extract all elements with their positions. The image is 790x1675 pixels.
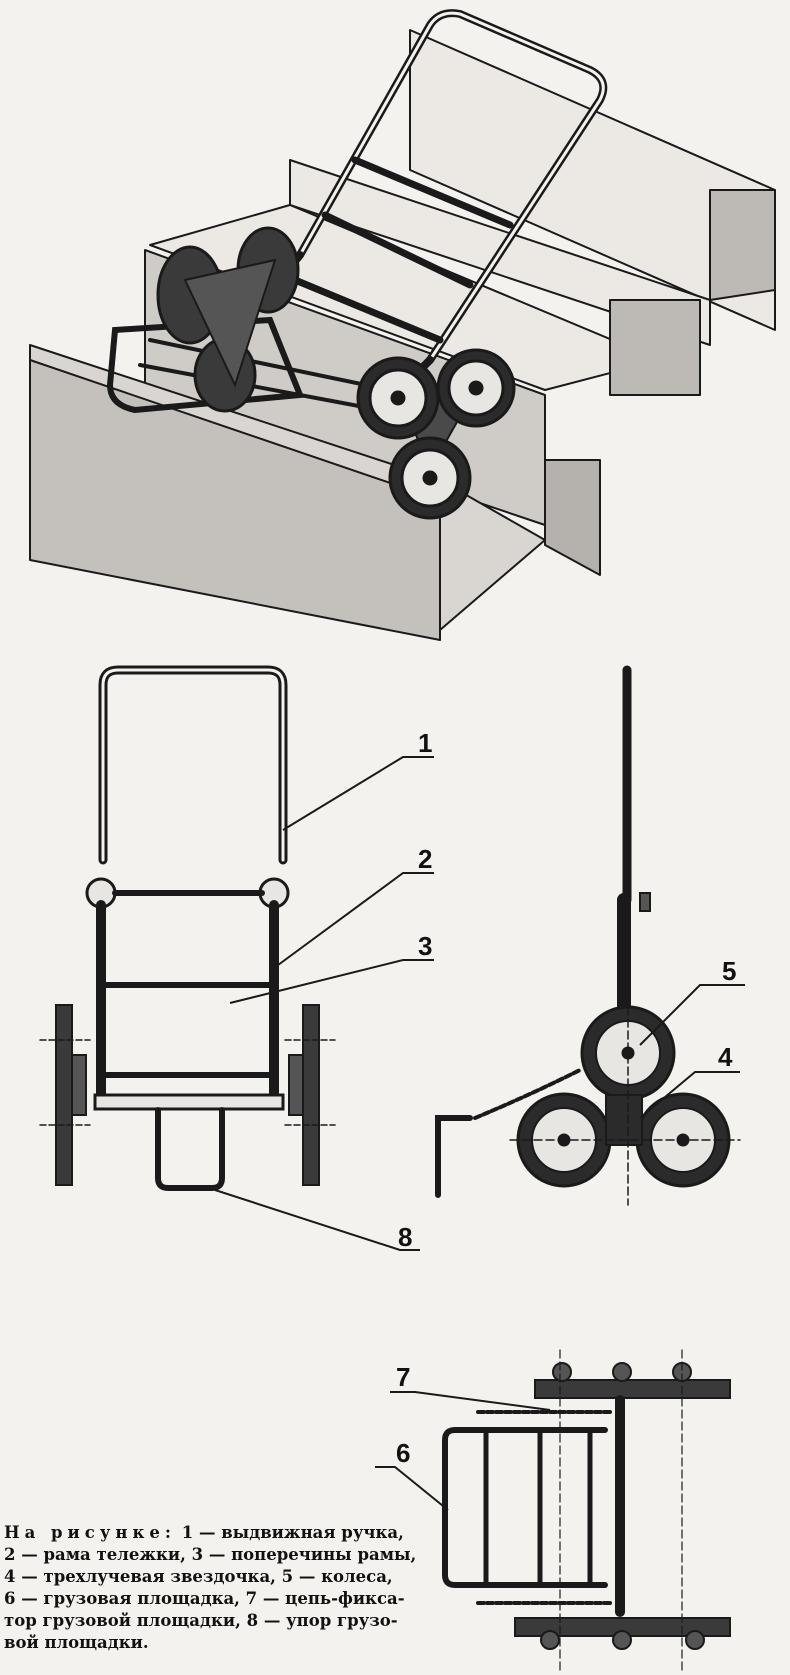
- stairs: [29, 29, 776, 641]
- stair-riser-2-face: [609, 299, 701, 396]
- platform-rail-2: [138, 363, 382, 412]
- platform-rail-1: [148, 338, 392, 392]
- front-handle-inner: [101, 668, 285, 862]
- leader-5: [639, 984, 745, 1046]
- frame-crossbar-b: [321, 211, 474, 289]
- handle-loop-inner: [298, 11, 605, 362]
- caption-line-5: тор грузовой площадки, 8 — упор грузо-: [4, 1611, 398, 1630]
- stair-riser-3-face: [544, 459, 601, 576]
- leader-7: [390, 1391, 551, 1411]
- leader-8: [214, 1189, 420, 1251]
- label-1: 1: [418, 728, 432, 758]
- label-5: 5: [722, 956, 736, 986]
- front-base-bar: [93, 1093, 285, 1111]
- top-upper-wheel-bar: [534, 1379, 731, 1399]
- near-wheel-bottom: [388, 436, 472, 520]
- front-left-wheelset: [55, 1004, 73, 1186]
- far-star-plate: [183, 258, 277, 388]
- leader-4: [639, 1071, 740, 1119]
- far-wheel-cluster: [156, 226, 300, 413]
- caption-line-1: На рисунке: 1 — выдвижная ручка,: [4, 1522, 422, 1544]
- side-clamp: [639, 892, 651, 912]
- frame-crossbar-c: [291, 276, 444, 344]
- figure-caption: На рисунке: 1 — выдвижная ручка, 2 — рам…: [4, 1522, 422, 1654]
- perspective-view: [29, 9, 776, 641]
- caption-line-2: 2 — рама тележки, 3 — поперечины рамы,: [4, 1545, 417, 1564]
- side-platform: [435, 1115, 473, 1198]
- leader-1: [282, 756, 434, 831]
- stair-top-tread: [409, 29, 776, 331]
- leader-2: [273, 872, 434, 969]
- near-wheel-left: [356, 356, 440, 440]
- stair-bottom-riser: [29, 359, 441, 641]
- side-wheel-top: [580, 1005, 676, 1101]
- front-handle: [98, 665, 288, 865]
- label-3: 3: [418, 931, 432, 961]
- top-wheel-hub-5: [612, 1630, 632, 1650]
- side-chain: [473, 1068, 582, 1120]
- label-7: 7: [396, 1362, 410, 1392]
- front-platform-stop: [155, 1107, 225, 1191]
- frame-crossbar-a: [351, 156, 514, 229]
- side-view: [435, 665, 741, 1206]
- front-right-hub: [288, 1054, 304, 1116]
- side-star-plate: [605, 1094, 643, 1146]
- caption-lead: На рисунке:: [4, 1523, 176, 1542]
- top-wheel-hub-1: [552, 1362, 572, 1382]
- leader-3: [229, 959, 434, 1004]
- label-8: 8: [398, 1222, 412, 1252]
- front-left-hub: [71, 1054, 87, 1116]
- label-2: 2: [418, 844, 432, 874]
- near-wheel-right: [436, 348, 516, 428]
- caption-line-4: 6 — грузовая площадка, 7 — цепь-фикса-: [4, 1589, 405, 1608]
- top-cargo-platform: [442, 1427, 608, 1588]
- near-wheel-cluster: [356, 348, 516, 520]
- top-view: [442, 1349, 731, 1671]
- caption-line-6: вой площадки.: [4, 1633, 149, 1652]
- top-wheel-hub-2: [612, 1362, 632, 1382]
- label-6: 6: [396, 1438, 410, 1468]
- caption-line-3: 4 — трехлучевая звездочка, 5 — колеса,: [4, 1567, 393, 1586]
- leader-lines: [214, 756, 745, 1511]
- label-4: 4: [718, 1042, 733, 1072]
- stair-riser-1-face: [709, 189, 776, 301]
- top-wheel-hub-6: [685, 1630, 705, 1650]
- caption-text-1: 1 — выдвижная ручка,: [181, 1523, 404, 1542]
- part-numbers: 1 2 3 4 5 6 7 8: [396, 728, 736, 1468]
- leader-6: [375, 1466, 449, 1511]
- top-wheel-hub-4: [540, 1630, 560, 1650]
- front-right-wheelset: [302, 1004, 320, 1186]
- front-view: [39, 665, 336, 1191]
